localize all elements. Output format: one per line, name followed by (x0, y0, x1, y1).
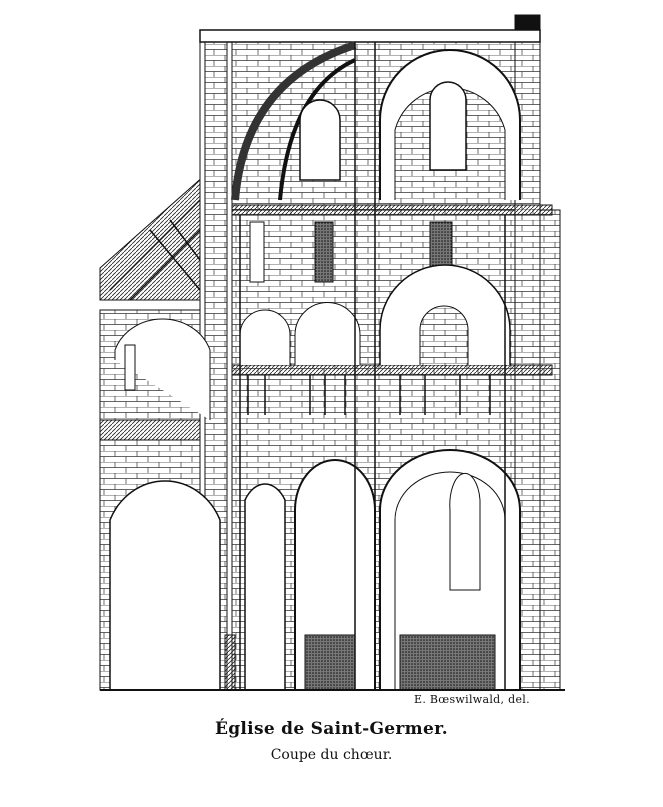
caption-subtitle: Coupe du chœur. (270, 747, 393, 763)
illustrator-credit: E. Bœswilwald, del. (414, 693, 530, 706)
caption-title: Église de Saint-Germer. (214, 719, 448, 739)
aisle-roof (99, 174, 216, 301)
